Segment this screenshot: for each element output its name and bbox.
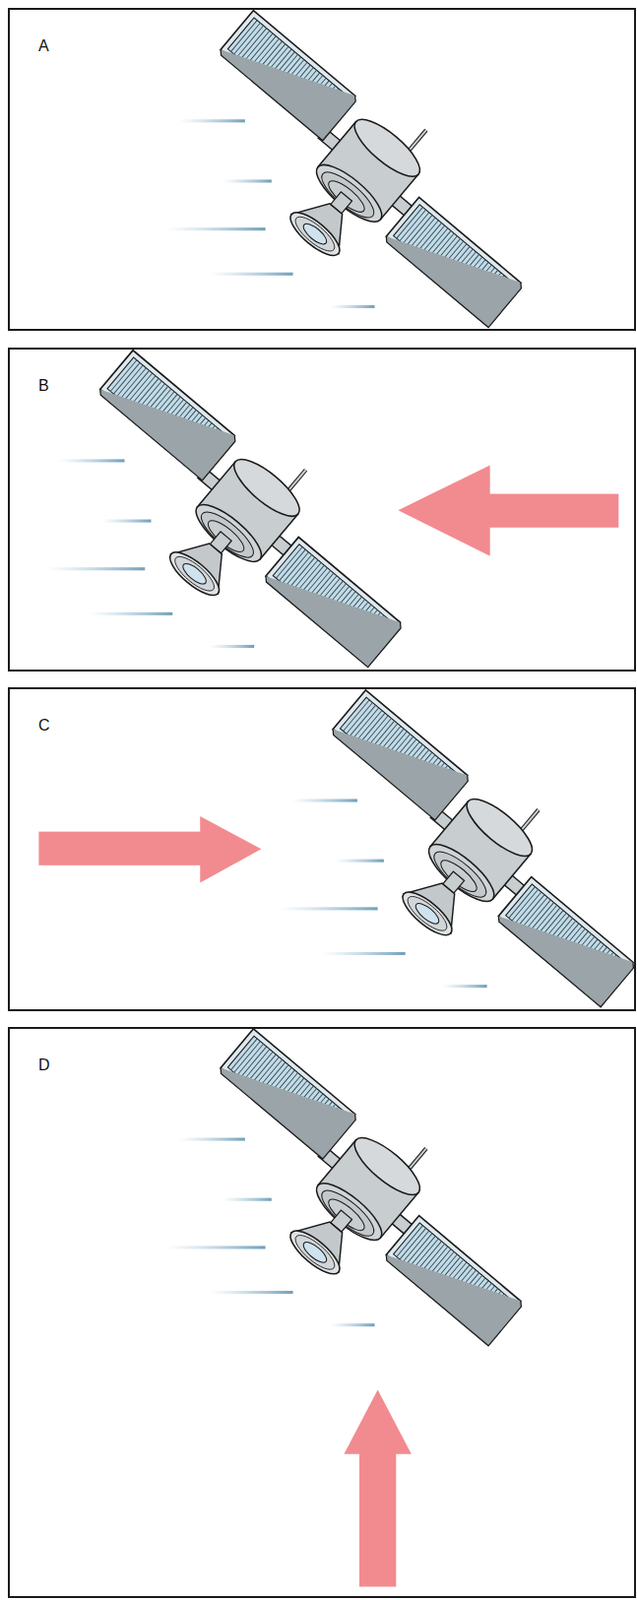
figure-panel: B <box>7 347 637 672</box>
panel-letter: B <box>38 377 50 395</box>
figure-panel: C <box>7 687 637 1012</box>
panel-letter: D <box>38 1056 51 1075</box>
panel-letter: A <box>38 37 50 56</box>
figure-panel: A <box>7 7 637 331</box>
panel-letter: C <box>38 716 51 735</box>
figure-panel: D <box>7 1026 637 1598</box>
